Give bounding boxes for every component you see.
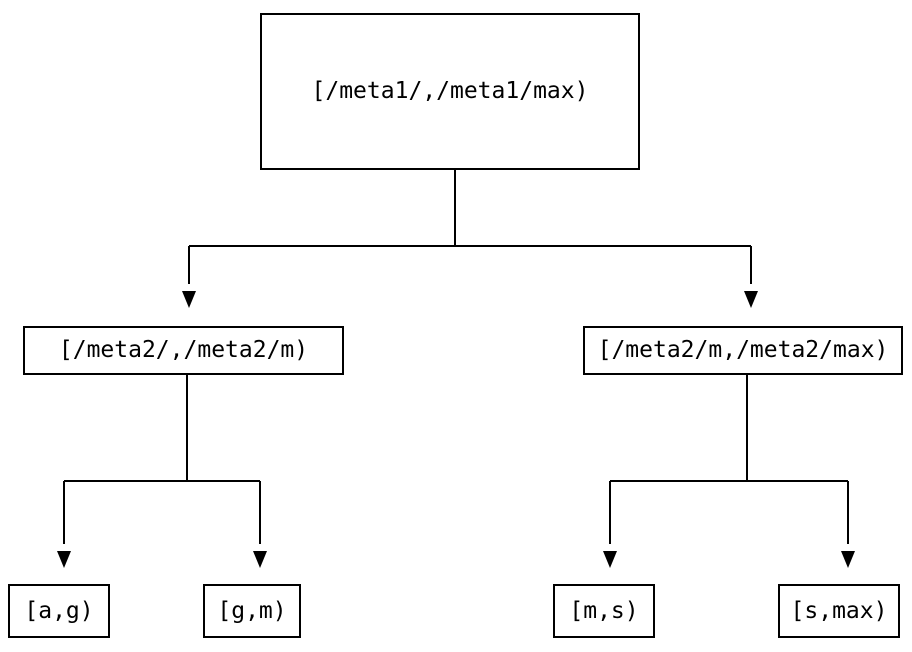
node-leaf-gm: [g,m) [203,584,301,638]
edge-root-to-level2 [182,170,758,308]
node-leaf-ms: [m,s) [553,584,655,638]
arrow-down-icon [57,551,71,568]
node-left-subrange: [/meta2/,/meta2/m) [23,326,344,375]
arrow-down-icon [253,551,267,568]
node-leaf-smax: [s,max) [778,584,900,638]
node-root-range: [/meta1/,/meta1/max) [260,13,640,170]
node-right-subrange: [/meta2/m,/meta2/max) [583,326,903,375]
arrow-down-icon [744,291,758,308]
arrow-down-icon [841,551,855,568]
arrow-down-icon [182,291,196,308]
node-leaf-ag: [a,g) [8,584,110,638]
edge-rightmid-to-leaves [603,375,855,568]
arrow-down-icon [603,551,617,568]
edge-leftmid-to-leaves [57,375,267,568]
